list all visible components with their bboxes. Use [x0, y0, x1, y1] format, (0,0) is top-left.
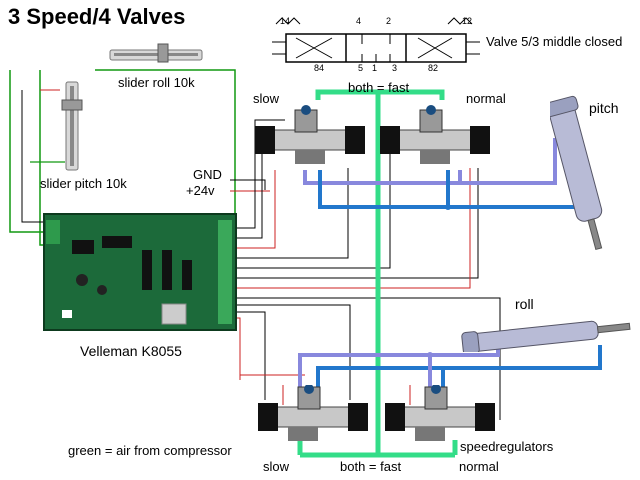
ctrl-wire-1	[232, 119, 285, 229]
valve-slow-bottom	[258, 385, 368, 441]
bottom-fast-label: both = fast	[340, 459, 402, 474]
ctrl-wire-8	[232, 297, 501, 420]
board-label: Velleman K8055	[80, 343, 182, 359]
ctrl-wire-6	[232, 168, 479, 279]
slider-pitch-label: slider pitch 10k	[40, 176, 127, 191]
valve-port-14: 14	[280, 16, 291, 26]
pitch-label: pitch	[589, 100, 619, 116]
roll-label: roll	[515, 296, 534, 312]
valve-port-2: 2	[386, 16, 392, 26]
valve-port-82: 82	[428, 63, 439, 73]
valve-5-3-symbol	[272, 17, 480, 63]
slider-pitch-image	[61, 81, 83, 171]
top-normal-label: normal	[466, 91, 506, 106]
slider-roll-image	[109, 43, 203, 63]
slider-roll-label: slider roll 10k	[118, 75, 195, 90]
page-title: 3 Speed/4 Valves	[8, 4, 186, 29]
valve-normal-bottom	[385, 385, 495, 441]
roll-hose-blue	[316, 345, 602, 395]
ctrl-wire-5	[232, 150, 391, 269]
legend-label: green = air from compressor	[68, 443, 232, 458]
valve-slow-top	[255, 105, 365, 164]
valve-port-4: 4	[356, 16, 362, 26]
valve-caption: Valve 5/3 middle closed	[486, 34, 623, 49]
valve-normal-top	[380, 105, 490, 164]
valve-port-1: 1	[372, 63, 378, 73]
valve-port-84: 84	[314, 63, 325, 73]
ctrl-wire-7	[232, 168, 471, 289]
top-fast-label: both = fast	[348, 80, 410, 95]
gnd-label: GND	[193, 167, 222, 182]
velleman-board-image	[43, 213, 237, 331]
bottom-slow-label: slow	[263, 459, 290, 474]
valve-port-12: 12	[462, 16, 473, 26]
valve-port-5: 5	[358, 63, 364, 73]
gnd-wire	[230, 179, 266, 190]
slider-pitch-wire-black	[21, 90, 48, 223]
top-slow-label: slow	[253, 91, 280, 106]
pitch-cylinder-image	[550, 95, 603, 251]
ctrl-wire-10	[232, 311, 266, 400]
v24-label: +24v	[186, 183, 215, 198]
speedregulators-label: speedregulators	[460, 439, 554, 454]
valve-port-3: 3	[392, 63, 398, 73]
slider-roll-wire-green-3	[95, 69, 236, 215]
ctrl-wire-4	[232, 168, 349, 259]
slider-roll-wire-green-2	[9, 70, 48, 233]
bottom-normal-label: normal	[459, 459, 499, 474]
ctrl-wire-3	[232, 170, 276, 249]
roll-cylinder-image	[461, 320, 631, 352]
pitch-hose-blue	[318, 170, 578, 209]
